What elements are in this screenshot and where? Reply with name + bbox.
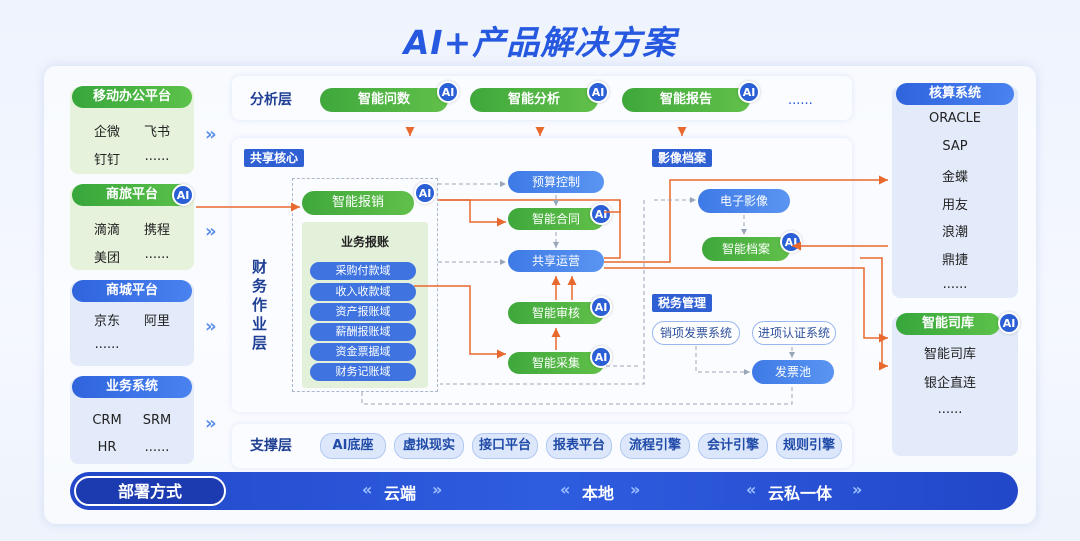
shared-operation-button[interactable]: 共享运营	[508, 250, 604, 272]
support-item[interactable]: 规则引擎	[776, 433, 842, 459]
treasury-title: 智能司库	[896, 313, 1000, 335]
smart-analysis-button[interactable]: 智能分析	[470, 88, 598, 112]
chevron-right-icon: »	[852, 480, 863, 499]
domain-item: 采购付款域	[310, 262, 416, 280]
analysis-layer-label: 分析层	[250, 92, 292, 108]
expense-group-border	[292, 178, 438, 392]
chevron-left-icon: «	[362, 480, 373, 499]
chevron-right-icon: »	[205, 316, 217, 337]
accounting-panel	[892, 86, 1018, 298]
mall-item: ......	[94, 337, 120, 352]
business-item: ......	[144, 440, 170, 455]
chevron-right-icon: »	[205, 124, 217, 145]
deploy-option-cloud[interactable]: 云端	[384, 484, 417, 503]
support-item[interactable]: 接口平台	[472, 433, 538, 459]
mall-item: 京东	[93, 314, 120, 329]
smart-contract-button[interactable]: 智能合同	[508, 208, 604, 230]
accounting-item: 鼎捷	[941, 253, 968, 268]
chevron-left-icon: «	[560, 480, 571, 499]
finance-operation-layer-label: 财务作业层	[252, 258, 268, 352]
accounting-item: 金蝶	[941, 170, 968, 185]
business-item: HR	[97, 440, 117, 455]
treasury-item: 智能司库	[923, 347, 976, 362]
mobile-item: 钉钉	[93, 153, 120, 168]
deployment-title: 部署方式	[74, 476, 226, 506]
domain-item: 收入收款域	[310, 283, 416, 301]
ai-badge: AI	[414, 182, 436, 204]
accounting-title: 核算系统	[896, 83, 1014, 105]
smart-query-button[interactable]: 智能问数	[320, 88, 448, 112]
travel-item: ......	[144, 247, 170, 262]
support-item[interactable]: 报表平台	[546, 433, 612, 459]
mall-title: 商城平台	[72, 280, 192, 302]
travel-item: 美团	[93, 251, 120, 266]
smart-expense-button[interactable]: 智能报销	[302, 191, 414, 215]
accounting-item: SAP	[942, 139, 968, 154]
accounting-item: ORACLE	[929, 111, 981, 126]
mobile-item: ......	[144, 149, 170, 164]
domain-item: 资金票据域	[310, 343, 416, 361]
mobile-item: 飞书	[143, 125, 170, 140]
gray-dashed-connectors	[361, 181, 795, 405]
ai-badge: AI	[998, 312, 1020, 334]
smart-report-button[interactable]: 智能报告	[622, 88, 750, 112]
chevron-right-icon: »	[630, 480, 641, 499]
accounting-item: ......	[942, 277, 968, 292]
analysis-more: ......	[788, 93, 813, 108]
support-item[interactable]: AI底座	[320, 433, 386, 459]
deploy-option-local[interactable]: 本地	[582, 484, 615, 503]
ai-badge: AI	[172, 184, 194, 206]
deploy-option-hybrid[interactable]: 云私一体	[768, 484, 833, 503]
accounting-item: 浪潮	[941, 225, 968, 240]
business-item: CRM	[92, 413, 122, 428]
tax-management-tag: 税务管理	[652, 294, 713, 312]
domain-item: 资产报账域	[310, 303, 416, 321]
electronic-image-button[interactable]: 电子影像	[698, 189, 790, 213]
page-title: AI+产品解决方案	[403, 23, 677, 62]
travel-item: 滴滴	[93, 223, 120, 238]
treasury-item: ......	[937, 402, 963, 417]
treasury-item: 银企直连	[923, 376, 976, 391]
business-reimburse-title: 业务报账	[340, 235, 389, 249]
mall-item: 阿里	[143, 314, 170, 329]
support-item[interactable]: 会计引擎	[698, 433, 768, 459]
business-title: 业务系统	[72, 376, 192, 398]
business-item: SRM	[142, 413, 172, 428]
mobile-office-title: 移动办公平台	[72, 86, 192, 108]
support-item[interactable]: 流程引擎	[620, 433, 690, 459]
budget-control-button[interactable]: 预算控制	[508, 171, 604, 193]
ai-badge: AI	[437, 81, 459, 103]
support-layer-label: 支撑层	[250, 438, 292, 454]
invoice-pool-button[interactable]: 发票池	[752, 360, 834, 384]
ai-badge: AI	[738, 81, 760, 103]
ai-badge: AI	[590, 296, 612, 318]
chevron-right-icon: »	[205, 221, 217, 242]
ai-badge: AI	[590, 203, 612, 225]
ai-badge: AI	[590, 346, 612, 368]
smart-archive-button[interactable]: 智能档案	[702, 237, 790, 261]
smart-collect-button[interactable]: 智能采集	[508, 352, 604, 374]
orange-flow-arrows	[196, 127, 888, 371]
deployment-bar	[70, 472, 1018, 510]
domain-item: 薪酬报账域	[310, 323, 416, 341]
smart-audit-button[interactable]: 智能审核	[508, 302, 604, 324]
shared-core-tag: 共享核心	[244, 149, 305, 167]
chevron-right-icon: »	[205, 413, 217, 434]
chevron-right-icon: »	[432, 480, 443, 499]
support-item[interactable]: 虚拟现实	[394, 433, 464, 459]
domain-item: 财务记账域	[310, 363, 416, 381]
treasury-panel	[892, 316, 1018, 456]
mobile-item: 企微	[93, 125, 120, 140]
accounting-item: 用友	[941, 198, 968, 213]
output-invoice-system[interactable]: 销项发票系统	[652, 321, 740, 345]
travel-item: 携程	[143, 223, 170, 238]
ai-badge: AI	[587, 81, 609, 103]
input-verify-system[interactable]: 进项认证系统	[752, 321, 836, 345]
travel-title: 商旅平台	[72, 184, 192, 206]
chevron-left-icon: «	[746, 480, 757, 499]
image-archive-tag: 影像档案	[652, 149, 713, 167]
